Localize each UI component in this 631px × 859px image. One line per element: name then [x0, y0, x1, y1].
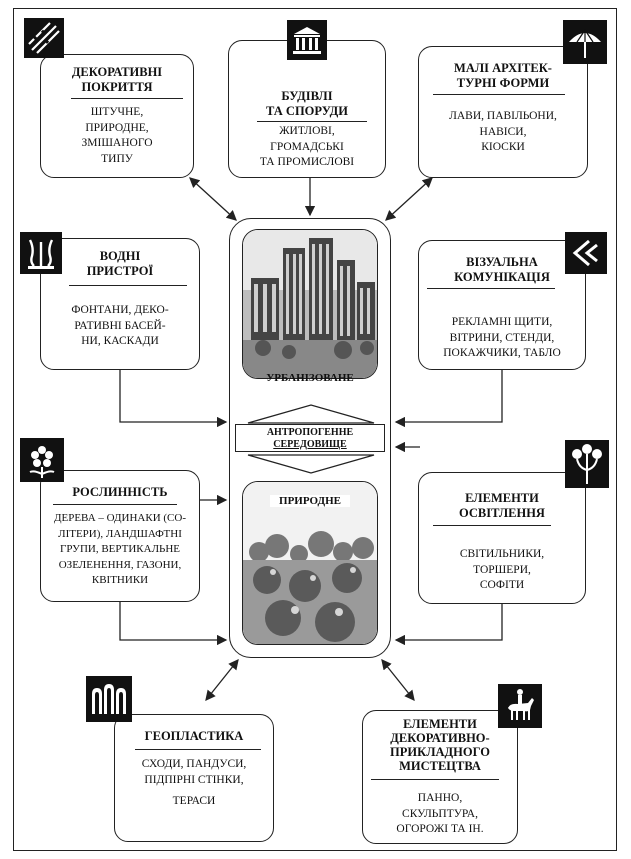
urban-photo — [242, 229, 378, 379]
title-rule — [135, 749, 261, 750]
item-text: РЕКЛАМНІ ЩИТИ, — [451, 316, 553, 328]
paving-icon — [24, 18, 64, 58]
box-visual-communication: ВІЗУАЛЬНА КОМУНІКАЦІЯ РЕКЛАМНІ ЩИТИ, ВІТ… — [418, 240, 586, 370]
box-title: ВОДНІ — [99, 249, 141, 263]
box-items: ЛАВИ, ПАВІЛЬОНИ, НАВІСИ, КІОСКИ — [423, 109, 583, 156]
box-buildings: БУДІВЛІ ТА СПОРУДИ ЖИТЛОВІ, ГРОМАДСЬКІ Т… — [228, 40, 386, 178]
box-water-devices: ВОДНІ ПРИСТРОЇ ФОНТАНИ, ДЕКО- РАТИВНІ БА… — [40, 238, 200, 370]
lamp-icon — [565, 440, 609, 488]
item-text: ШТУЧНЕ, — [90, 106, 144, 118]
box-title: РОСЛИННІСТЬ — [72, 485, 168, 499]
horse-rider-icon — [498, 684, 542, 728]
title-rule — [433, 94, 565, 95]
box-items: ШТУЧНЕ, ПРИРОДНЕ, ЗМІШАНОГО ТИПУ — [45, 105, 189, 167]
item-text: ОЗЕЛЕНЕННЯ, ГАЗОНИ, — [58, 558, 182, 571]
box-title: МИСТЕЦТВА — [399, 759, 481, 773]
item-text: ТА ПРОМИСЛОВІ — [259, 156, 355, 168]
title-rule — [427, 288, 555, 289]
item-text: НАВІСИ, — [479, 125, 527, 138]
box-title: ДЕКОРАТИВНО- — [390, 731, 490, 745]
item-text: ГРОМАДСЬКІ — [270, 140, 344, 153]
box-items: СВІТИЛЬНИКИ, ТОРШЕРИ, СОФІТИ — [423, 547, 581, 594]
item-text: ЛАВИ, ПАВІЛЬОНИ, — [449, 110, 557, 122]
natural-label: ПРИРОДНЕ — [270, 495, 350, 507]
box-title: ТА СПОРУДИ — [266, 104, 348, 118]
box-title: ВІЗУАЛЬНА — [466, 255, 538, 269]
box-title: ПОКРИТТЯ — [81, 80, 153, 94]
flower-icon — [20, 438, 64, 482]
box-title: ДЕКОРАТИВНІ — [71, 65, 163, 79]
item-text: РАТИВНІ БАСЕЙ- — [74, 319, 166, 332]
anthro-line: АНТРОПОГЕННЕ — [266, 427, 354, 438]
item-text: ВІТРИНИ, СТЕНДИ, — [449, 331, 555, 344]
box-title: ЕЛЕМЕНТИ — [403, 717, 477, 731]
natural-photo — [242, 481, 378, 645]
item-text: СКУЛЬПТУРА, — [402, 807, 478, 820]
item-text: ТИПУ — [101, 152, 133, 165]
box-lighting: ЕЛЕМЕНТИ ОСВІТЛЕННЯ СВІТИЛЬНИКИ, ТОРШЕРИ… — [418, 472, 586, 604]
arrow-sign-icon — [565, 232, 607, 274]
item-text: ПАННО, — [417, 792, 463, 804]
box-title: КОМУНІКАЦІЯ — [454, 270, 550, 284]
box-vegetation: РОСЛИННІСТЬ ДЕРЕВА – ОДИНАКИ (СО- ЛІТЕРИ… — [40, 470, 200, 602]
item-text: ТОРШЕРИ, — [473, 563, 531, 576]
item-text: ЖИТЛОВІ, — [279, 125, 335, 137]
box-title: ЕЛЕМЕНТИ — [465, 491, 539, 505]
box-title: БУДІВЛІ — [281, 89, 333, 103]
box-small-architectural-forms: МАЛІ АРХІТЕК- ТУРНІ ФОРМИ ЛАВИ, ПАВІЛЬОН… — [418, 46, 588, 178]
anthropogenic-environment-label: АНТРОПОГЕННЕ СЕРЕДОВИЩЕ — [235, 424, 385, 452]
exchange-arrows — [247, 404, 375, 474]
item-text: ФОНТАНИ, ДЕКО- — [71, 304, 169, 316]
item-text: ПІДПІРНІ СТІНКИ, — [144, 773, 244, 786]
box-items: ПАННО, СКУЛЬПТУРА, ОГОРОЖІ ТА ІН. — [367, 791, 513, 838]
box-items: ФОНТАНИ, ДЕКО- РАТИВНІ БАСЕЙ- НИ, КАСКАД… — [45, 303, 195, 350]
item-text: НИ, КАСКАДИ — [81, 335, 159, 347]
anthro-line: СЕРЕДОВИЩЕ — [273, 439, 347, 450]
columns-building-icon — [287, 20, 327, 60]
box-decorative-applied-art: ЕЛЕМЕНТИ ДЕКОРАТИВНО- ПРИКЛАДНОГО МИСТЕЦ… — [362, 710, 518, 844]
box-title: ПРИСТРОЇ — [86, 264, 154, 278]
box-title: ПРИКЛАДНОГО — [390, 745, 490, 759]
box-title: МАЛІ АРХІТЕК- — [454, 61, 552, 75]
box-items: ЖИТЛОВІ, ГРОМАДСЬКІ ТА ПРОМИСЛОВІ — [233, 124, 381, 171]
fountain-icon — [20, 232, 62, 274]
item-text: ТЕРАСИ — [172, 795, 216, 807]
item-text: ПРИРОДНЕ, — [85, 121, 149, 134]
title-rule — [53, 504, 177, 505]
title-rule — [257, 121, 367, 122]
item-text: ЗМІШАНОГО — [81, 137, 153, 149]
item-text: ПОКАЖЧИКИ, ТАБЛО — [443, 347, 561, 359]
item-text: ДЕРЕВА – ОДИНАКИ (СО- — [53, 512, 187, 524]
title-rule — [71, 98, 183, 99]
item-text: ГРУПИ, ВЕРТИКАЛЬНЕ — [59, 543, 181, 555]
item-text: КІОСКИ — [481, 141, 525, 153]
item-text: ЛІТЕРИ), ЛАНДШАФТНІ — [58, 527, 182, 540]
title-rule — [371, 779, 499, 780]
item-text: ОГОРОЖІ ТА ІН. — [396, 823, 484, 835]
box-title: ГЕОПЛАСТИКА — [144, 729, 244, 743]
title-rule — [69, 285, 187, 286]
item-text: КВІТНИКИ — [91, 574, 149, 586]
box-title: ОСВІТЛЕННЯ — [459, 506, 545, 520]
box-items: ДЕРЕВА – ОДИНАКИ (СО- ЛІТЕРИ), ЛАНДШАФТН… — [43, 511, 197, 589]
box-items: РЕКЛАМНІ ЩИТИ, ВІТРИНИ, СТЕНДИ, ПОКАЖЧИК… — [423, 315, 581, 362]
title-rule — [433, 525, 551, 526]
umbrella-icon — [563, 20, 607, 64]
arches-icon — [86, 676, 132, 722]
box-title: ТУРНІ ФОРМИ — [456, 76, 550, 90]
item-text: СОФІТИ — [479, 579, 525, 591]
item-text: СХОДИ, ПАНДУСИ, — [141, 758, 247, 770]
center-environment: УРБАНІЗОВАНЕ ПРИРОДНЕ — [229, 218, 391, 658]
box-items: СХОДИ, ПАНДУСИ, ПІДПІРНІ СТІНКИ, ТЕРАСИ — [119, 757, 269, 810]
urban-label: УРБАНІЗОВАНЕ — [266, 372, 354, 384]
item-text: СВІТИЛЬНИКИ, — [459, 548, 545, 560]
diagram-frame — [13, 8, 617, 851]
box-decorative-coverings: ДЕКОРАТИВНІ ПОКРИТТЯ ШТУЧНЕ, ПРИРОДНЕ, З… — [40, 54, 194, 178]
box-geoplastics: ГЕОПЛАСТИКА СХОДИ, ПАНДУСИ, ПІДПІРНІ СТІ… — [114, 714, 274, 842]
